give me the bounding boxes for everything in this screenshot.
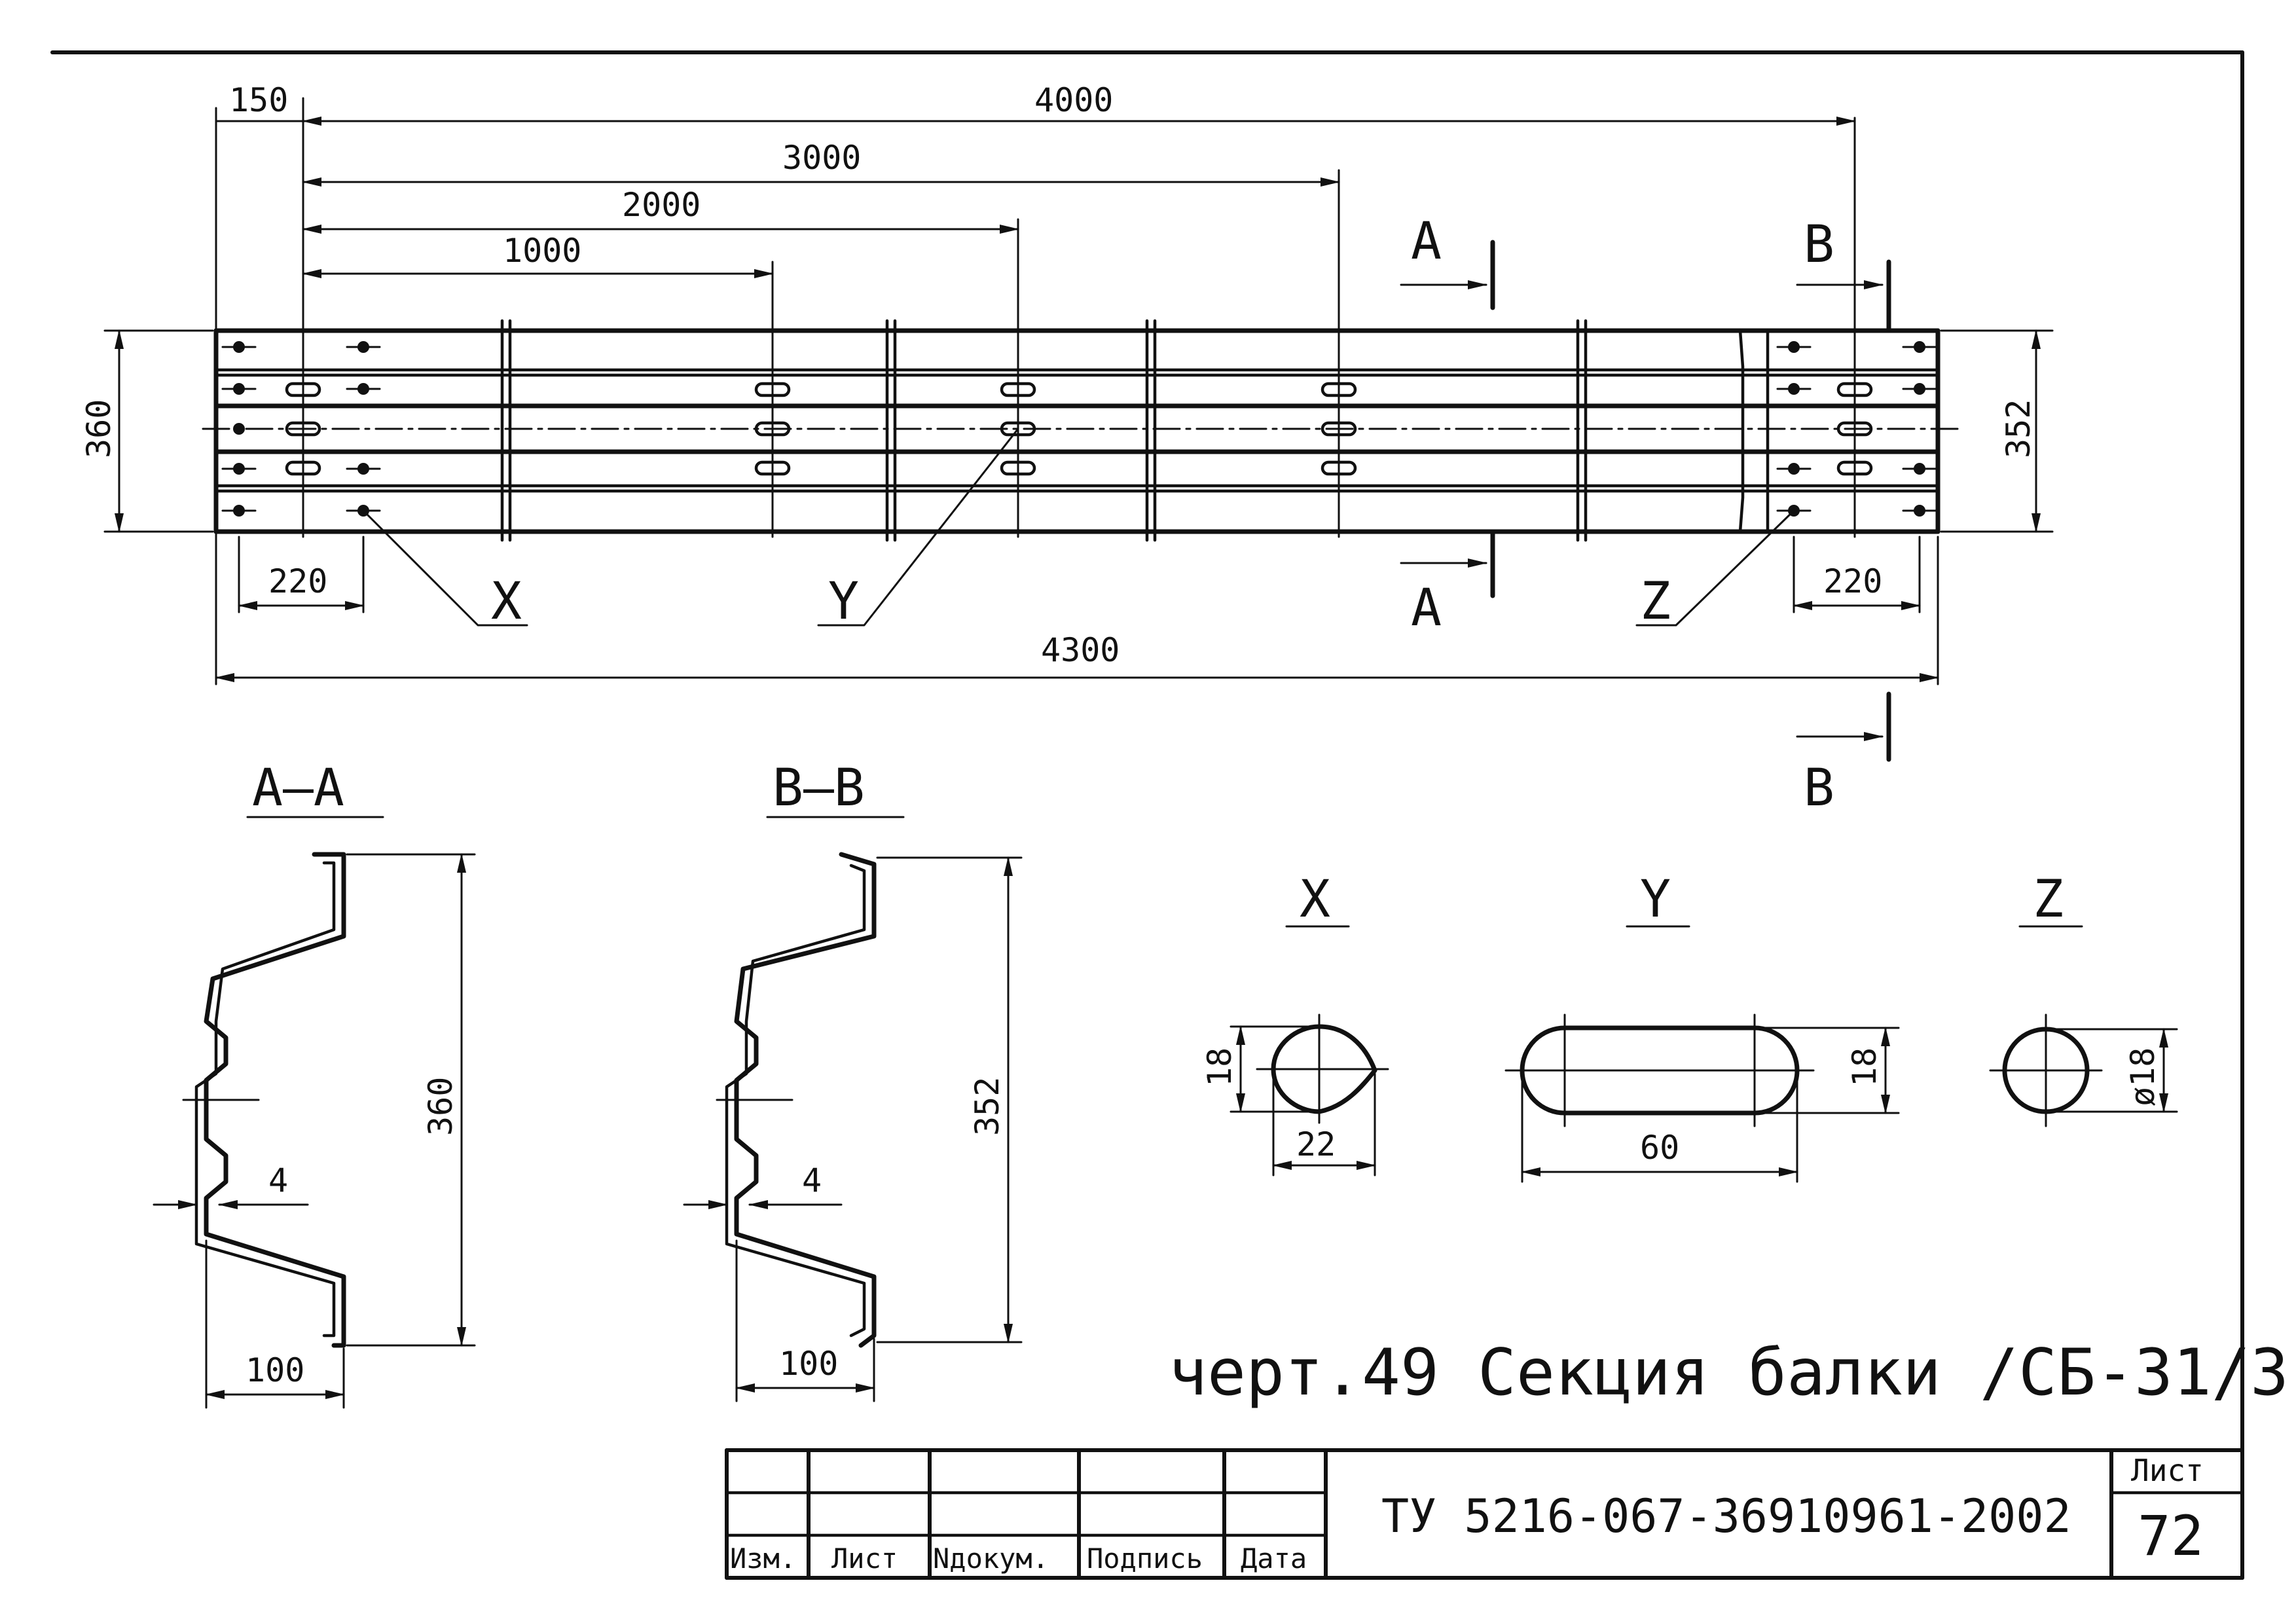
- round-holes-right: [1776, 341, 1937, 517]
- plan-dimensions: 150 4000 3000 2000 1000 360 352 220 220 …: [80, 81, 2054, 685]
- section-aa-title: A–A: [252, 759, 344, 818]
- tb-col-ndokum: Nдокум.: [933, 1542, 1049, 1575]
- dim-4000: 4000: [1034, 81, 1113, 119]
- dim-220-right: 220: [1823, 562, 1882, 600]
- tb-document-code: ТУ 5216-067-36910961-2002: [1381, 1489, 2071, 1543]
- detail-y-title: Y: [1640, 870, 1671, 929]
- drawing-frame: [50, 50, 2244, 1580]
- drawing-title: черт.49 Секция балки /СБ-31/3.10/: [1169, 1336, 2296, 1410]
- detail-z: Z ø18: [1989, 870, 2178, 1127]
- dim-100-aa: 100: [246, 1351, 304, 1389]
- dim-18-x: 18: [1201, 1048, 1239, 1087]
- tb-sheet-label: Лист: [2131, 1453, 2204, 1488]
- dim-1000: 1000: [503, 232, 581, 270]
- leader-label-x: X: [491, 572, 522, 631]
- break-marks: [500, 319, 1588, 542]
- slot-axes: [302, 97, 1856, 538]
- leader-label-z: Z: [1640, 572, 1671, 631]
- tb-col-list: Лист: [831, 1542, 898, 1575]
- dim-100-bb: 100: [779, 1345, 838, 1383]
- detail-x: X 18 22: [1201, 870, 1389, 1176]
- dim-diam18-z: ø18: [2124, 1048, 2162, 1106]
- dim-18-y: 18: [1846, 1048, 1884, 1087]
- section-marks: A A B B: [1400, 212, 1891, 818]
- tb-col-podpis: Подпись: [1087, 1542, 1203, 1575]
- tb-col-izm: Изм.: [730, 1542, 796, 1575]
- tb-col-data: Дата: [1241, 1542, 1307, 1575]
- dim-352-bb: 352: [968, 1077, 1006, 1136]
- dim-4300: 4300: [1041, 631, 1120, 669]
- dim-2000: 2000: [622, 186, 701, 224]
- section-mark-a-top: A: [1411, 212, 1442, 271]
- section-mark-b-top: B: [1804, 215, 1834, 274]
- detail-z-title: Z: [2033, 870, 2064, 929]
- leader-label-y: Y: [828, 572, 859, 631]
- dim-352-plan: 352: [1999, 399, 2037, 458]
- dim-360-aa: 360: [422, 1077, 460, 1136]
- title-block: Изм. Лист Nдокум. Подпись Дата ТУ 5216-0…: [725, 1448, 2244, 1580]
- section-aa: A–A 4 360 100: [153, 759, 476, 1409]
- dim-4-bb: 4: [802, 1161, 822, 1199]
- dim-220-left: 220: [268, 562, 327, 600]
- detail-x-title: X: [1300, 870, 1330, 929]
- round-holes-left: [221, 341, 381, 517]
- tb-sheet-number: 72: [2138, 1504, 2204, 1568]
- dim-150: 150: [229, 81, 288, 119]
- section-bb: B–B 4 352 100: [683, 759, 1023, 1402]
- dim-22-x: 22: [1296, 1125, 1336, 1163]
- dim-60-y: 60: [1640, 1129, 1679, 1167]
- detail-leaders: X Y Z: [362, 428, 1795, 631]
- section-mark-b-bottom: B: [1804, 759, 1834, 818]
- dim-360-plan: 360: [80, 399, 118, 458]
- beam-plan-view: [202, 97, 1959, 542]
- dim-4-aa: 4: [268, 1161, 288, 1199]
- dim-3000: 3000: [782, 139, 861, 177]
- detail-y: Y 18 60: [1504, 870, 1900, 1183]
- section-bb-title: B–B: [773, 759, 865, 818]
- section-mark-a-bottom: A: [1411, 579, 1442, 638]
